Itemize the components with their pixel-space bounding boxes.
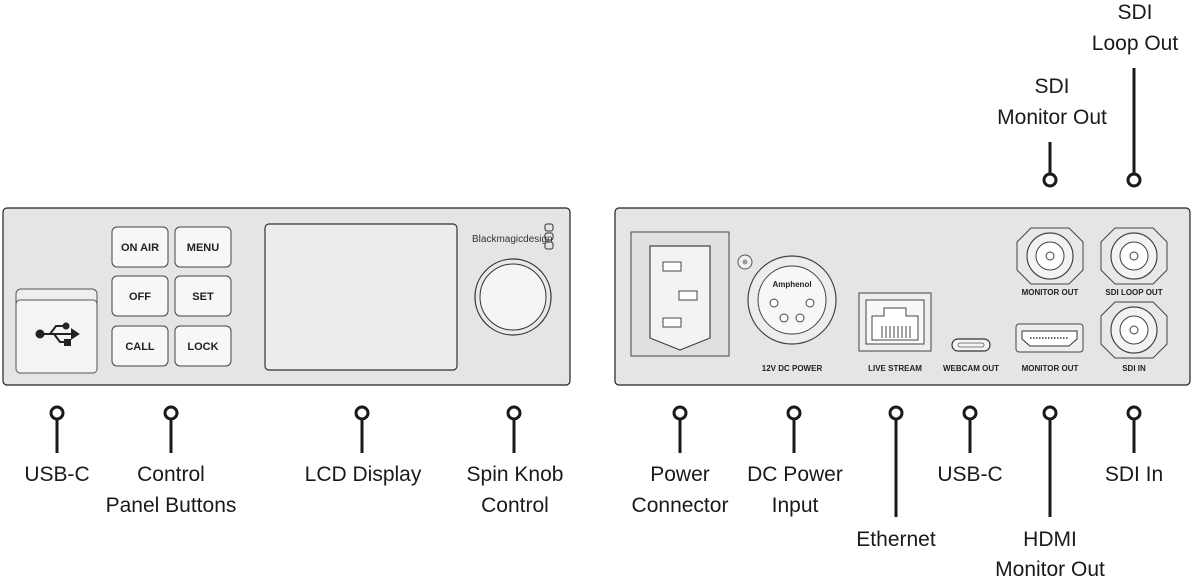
hdmi-monitor-out-label: MONITOR OUT: [1022, 364, 1079, 373]
sdi-in-label: SDI IN: [1122, 364, 1146, 373]
callout-sdi-monitor-out-line2: Monitor Out: [997, 106, 1107, 129]
callout-sdi-loop-out-line2: Loop Out: [1092, 32, 1179, 55]
set-label: SET: [192, 291, 214, 303]
callout-ethernet: Ethernet: [856, 528, 936, 551]
control-panel-buttons: ON AIR MENU OFF SET CALL LOCK: [111, 226, 232, 367]
sdi-in-port: SDI IN: [1100, 301, 1168, 373]
callout-control-panel-buttons-line2: Panel Buttons: [106, 494, 237, 517]
on-air-button[interactable]: ON AIR: [111, 226, 169, 268]
callout-usb-c-rear: USB-C: [937, 463, 1002, 486]
callout-control-panel-buttons-line1: Control: [137, 463, 205, 486]
sdi-monitor-out-port: MONITOR OUT: [1016, 227, 1084, 297]
lock-button[interactable]: LOCK: [174, 325, 232, 367]
off-label: OFF: [129, 291, 151, 303]
front-panel: ON AIR MENU OFF SET CALL LOCK: [2, 207, 571, 386]
webcam-out-label: WEBCAM OUT: [943, 364, 999, 373]
dc-power-label: 12V DC POWER: [762, 364, 823, 373]
callout-sdi-loop-out-line1: SDI: [1117, 1, 1152, 24]
callout-spin-knob-line2: Control: [481, 494, 549, 517]
rear-panel: Amphenol 12V DC POWER LIVE STREAM: [614, 207, 1191, 386]
call-button[interactable]: CALL: [111, 325, 169, 367]
front-usb-c-port: [15, 288, 98, 374]
callout-dc-power-input-line2: Input: [772, 494, 819, 517]
sdi-monitor-out-label: MONITOR OUT: [1022, 288, 1079, 297]
sdi-loop-out-label: SDI LOOP OUT: [1105, 288, 1162, 297]
callout-leaders: [49, 68, 1142, 517]
rear-usb-c-port: WEBCAM OUT: [943, 338, 999, 373]
callout-power-connector-line1: Power: [650, 463, 710, 486]
callout-sdi-in: SDI In: [1105, 463, 1163, 486]
callouts: USB-C Control Panel Buttons LCD Display …: [24, 1, 1178, 580]
callout-hdmi-monitor-out-line1: HDMI: [1023, 528, 1077, 551]
menu-button[interactable]: MENU: [174, 226, 232, 268]
off-button[interactable]: OFF: [111, 275, 169, 317]
lcd-display: [264, 223, 458, 371]
on-air-label: ON AIR: [121, 242, 159, 254]
live-stream-label: LIVE STREAM: [868, 364, 922, 373]
callout-power-connector-line2: Connector: [632, 494, 729, 517]
callout-spin-knob-line1: Spin Knob: [467, 463, 564, 486]
hdmi-port: MONITOR OUT: [1015, 323, 1084, 373]
sdi-loop-out-port: SDI LOOP OUT: [1100, 227, 1168, 297]
callout-lcd-display: LCD Display: [305, 463, 422, 486]
ethernet-port: LIVE STREAM: [858, 292, 932, 373]
power-connector: [630, 231, 730, 357]
lock-label: LOCK: [187, 341, 218, 353]
spin-knob[interactable]: [474, 258, 552, 336]
brand-logo-icon: [544, 223, 554, 250]
callout-dc-power-input-line1: DC Power: [747, 463, 843, 486]
dc-power-input: Amphenol 12V DC POWER: [737, 254, 837, 373]
callout-sdi-monitor-out-line1: SDI: [1034, 75, 1069, 98]
xlr-brand-text: Amphenol: [772, 280, 811, 289]
callout-hdmi-monitor-out-line2: Monitor Out: [995, 558, 1105, 580]
brand-logo-text: Blackmagicdesign: [472, 234, 553, 245]
usb-icon: [35, 322, 80, 346]
set-button[interactable]: SET: [174, 275, 232, 317]
menu-label: MENU: [187, 242, 219, 254]
callout-usb-c-front: USB-C: [24, 463, 89, 486]
call-label: CALL: [125, 341, 155, 353]
